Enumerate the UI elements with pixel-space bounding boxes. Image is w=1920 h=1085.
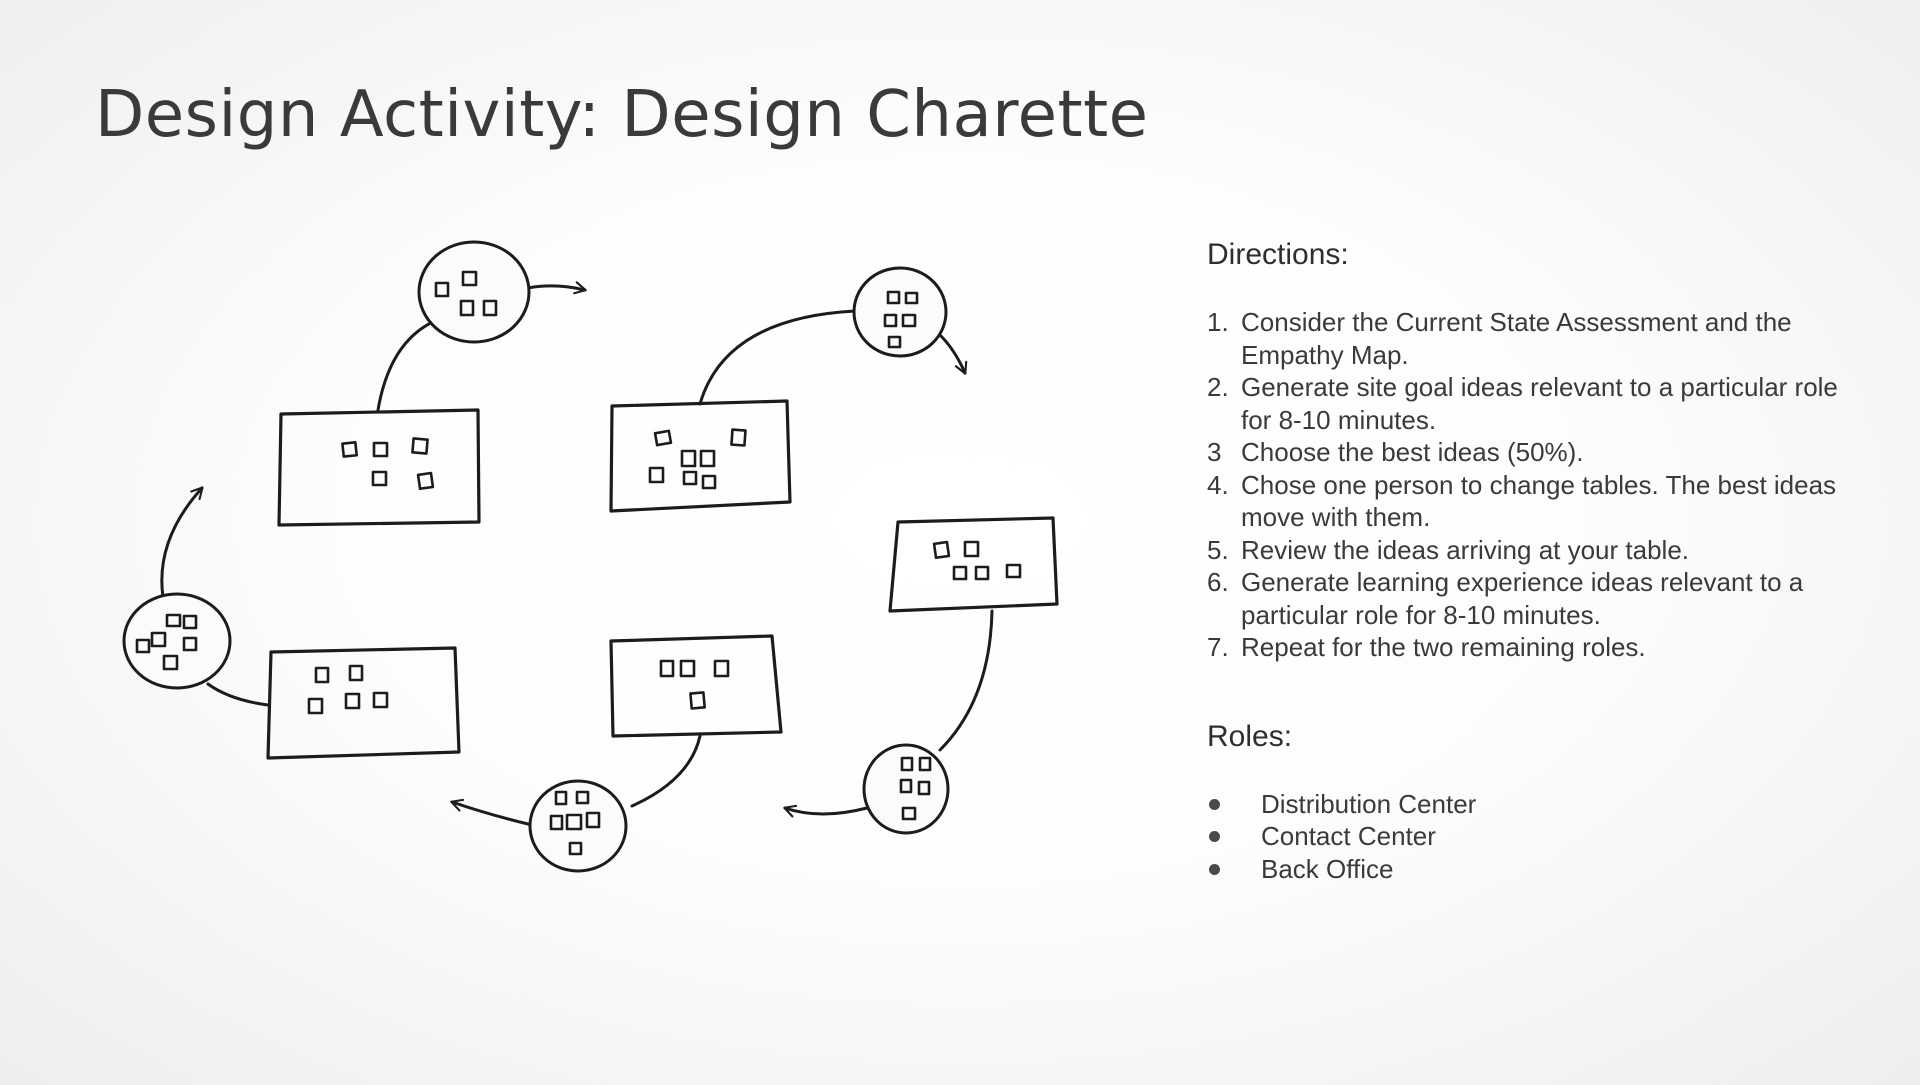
direction-number: 4. xyxy=(1207,469,1229,500)
role-item: Back Office xyxy=(1207,853,1857,886)
direction-number: 5. xyxy=(1207,534,1229,565)
role-label: Distribution Center xyxy=(1261,788,1477,819)
instructions-panel: Directions: 1. Consider the Current State… xyxy=(1207,238,1857,885)
direction-number: 1. xyxy=(1207,307,1229,337)
bullet-icon xyxy=(1209,863,1220,875)
direction-text: Repeat for the two remaining roles. xyxy=(1241,632,1646,662)
direction-text: Choose the best ideas (50%). xyxy=(1241,437,1584,467)
group-top-left xyxy=(376,240,587,412)
roles-heading: Roles: xyxy=(1207,719,1293,753)
table-bottom-left xyxy=(266,646,461,760)
direction-item: 3 Choose the best ideas (50%). xyxy=(1207,436,1857,469)
table-right xyxy=(888,516,1059,613)
group-left xyxy=(122,486,270,707)
direction-text: Consider the Current State Assessment an… xyxy=(1241,307,1792,370)
direction-item: 1. Consider the Current State Assessment … xyxy=(1207,306,1857,371)
slide-title: Design Activity: Design Charette xyxy=(95,78,1149,152)
group-bottom-middle xyxy=(450,734,702,873)
role-item: Distribution Center xyxy=(1207,788,1857,821)
role-label: Back Office xyxy=(1261,853,1394,884)
direction-text: Chose one person to change tables. The b… xyxy=(1241,469,1837,533)
table-bottom-middle xyxy=(609,634,783,738)
direction-item: 5. Review the ideas arriving at your tabl… xyxy=(1207,534,1857,567)
direction-item: 2. Generate site goal ideas relevant to a… xyxy=(1207,371,1857,436)
role-label: Contact Center xyxy=(1261,821,1436,851)
direction-number: 3 xyxy=(1207,437,1222,467)
direction-item: 6. Generate learning experience ideas rel… xyxy=(1207,566,1857,631)
table-top-middle xyxy=(609,399,792,513)
direction-text: Generate site goal ideas relevant to a p… xyxy=(1241,372,1838,435)
role-item: Contact Center xyxy=(1207,820,1857,853)
roles-list: Distribution Center Contact Center Back … xyxy=(1207,788,1857,886)
direction-number: 2. xyxy=(1207,372,1229,402)
direction-item: 7. Repeat for the two remaining roles. xyxy=(1207,631,1857,664)
direction-text: Review the ideas arriving at your table. xyxy=(1241,534,1690,565)
group-right-bottom xyxy=(783,609,994,835)
bullet-icon xyxy=(1209,798,1220,810)
directions-list: 1. Consider the Current State Assessment … xyxy=(1207,306,1857,664)
table-top-left xyxy=(277,408,481,527)
bullet-icon xyxy=(1209,831,1220,842)
direction-text: Generate learning experience ideas relev… xyxy=(1241,567,1804,630)
direction-number: 7. xyxy=(1207,632,1229,662)
group-top-right xyxy=(698,266,968,406)
directions-heading: Directions: xyxy=(1207,238,1349,271)
direction-item: 4. Chose one person to change tables. The… xyxy=(1207,469,1857,534)
direction-number: 6. xyxy=(1207,567,1229,597)
